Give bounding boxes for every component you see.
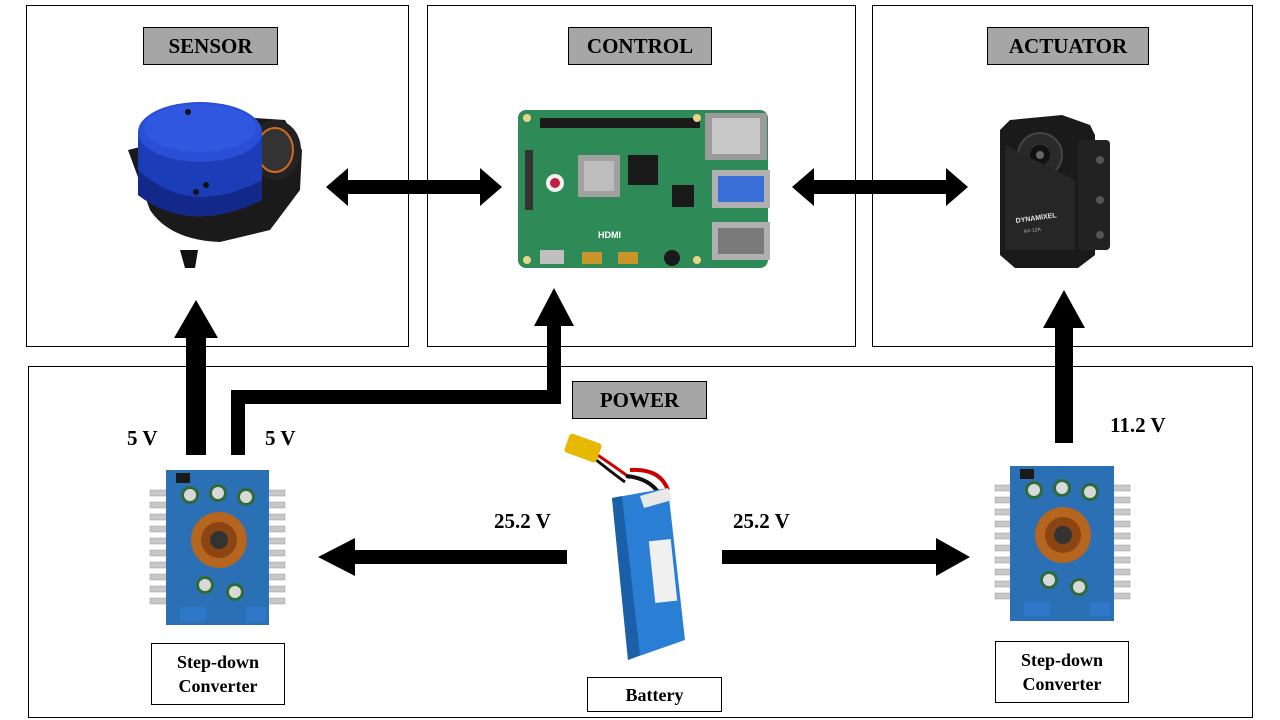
control-title: CONTROL	[568, 27, 712, 65]
right-converter-icon	[994, 466, 1131, 621]
left-converter-caption: Step-down Converter	[151, 643, 285, 705]
servo-model-text: AX-12A	[1023, 227, 1042, 235]
board-brand-text: HDMI	[598, 230, 621, 240]
raspberry-pi-board-icon	[518, 110, 770, 268]
power-title: POWER	[572, 381, 707, 419]
sensor-power-arrow	[174, 300, 218, 455]
actuator-title: ACTUATOR	[987, 27, 1149, 65]
actuator-power-arrow	[1043, 290, 1085, 443]
right-converter-caption: Step-down Converter	[995, 641, 1129, 703]
dynamixel-servo-icon	[1000, 115, 1110, 268]
battery-right-arrow	[722, 538, 970, 576]
sensor-feed-voltage: 5 V	[127, 426, 158, 450]
left-converter-caption-text: Step-down Converter	[176, 652, 260, 696]
control-feed-voltage: 5 V	[265, 426, 296, 450]
right-converter-caption-text: Step-down Converter	[1020, 650, 1104, 694]
battery-left-voltage: 25.2 V	[494, 509, 551, 533]
lidar-sensor-icon	[128, 102, 302, 268]
sensor-control-arrow	[326, 168, 502, 206]
battery-caption-text: Battery	[625, 684, 684, 705]
left-converter-icon	[149, 470, 286, 625]
battery-right-voltage: 25.2 V	[733, 509, 790, 533]
actuator-feed-voltage: 11.2 V	[1110, 413, 1166, 437]
battery-left-arrow	[318, 538, 567, 576]
sensor-title: SENSOR	[143, 27, 278, 65]
battery-caption: Battery	[587, 677, 722, 712]
battery-icon	[564, 433, 685, 660]
control-actuator-arrow	[792, 168, 968, 206]
